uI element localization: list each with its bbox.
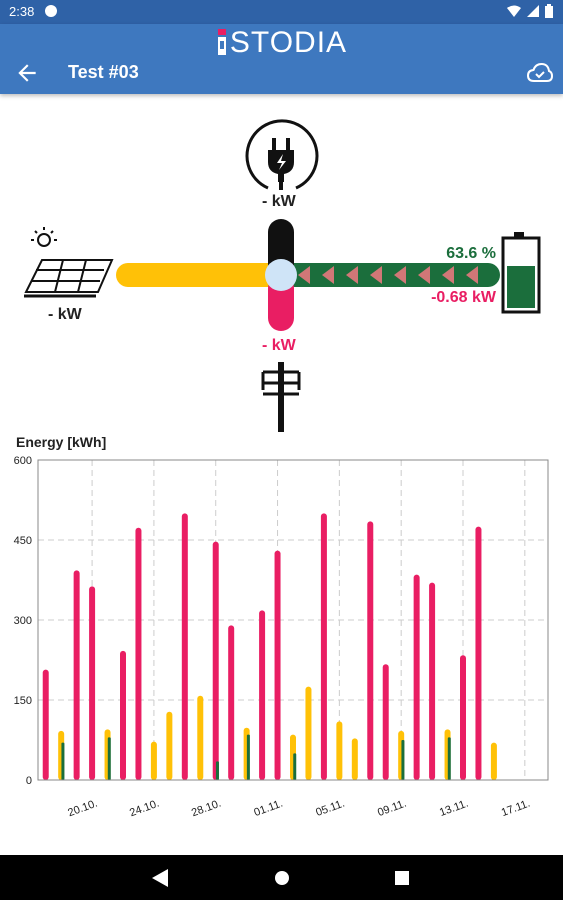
bar-battery-02.11.: [293, 753, 297, 780]
bar-consumption-14.11.: [475, 526, 482, 780]
bar-consumption-08.11.: [382, 664, 389, 780]
battery-icon: [501, 232, 541, 314]
x-tick-label: 01.11.: [252, 798, 284, 819]
y-tick-label: 0: [26, 775, 32, 787]
bar-consumption-31.10.: [259, 610, 266, 780]
x-tick-label: 13.11.: [438, 798, 470, 819]
bar-consumption-20.10.: [89, 586, 96, 780]
house-power-value: - kW: [262, 337, 296, 354]
app-logo: STODIA: [0, 26, 563, 60]
system-nav-bar: [0, 855, 563, 900]
flow-hub: [265, 259, 297, 291]
y-tick-label: 300: [14, 615, 32, 627]
page-title: Test #03: [68, 62, 139, 82]
bar-solar-03.11.: [305, 686, 312, 780]
battery-flow-bar: [280, 263, 500, 287]
x-tick-label: 17.11.: [500, 798, 532, 819]
app-bar: STODIA Test #03: [0, 24, 563, 94]
grid-power-value: - kW: [262, 193, 296, 210]
x-tick-label: 09.11.: [376, 798, 408, 819]
bar-battery-28.10.: [215, 761, 219, 780]
bar-consumption-28.10.: [212, 541, 219, 780]
back-arrow-icon[interactable]: [14, 60, 40, 86]
bar-solar-06.11.: [351, 738, 358, 780]
logo-text: STODIA: [229, 26, 348, 59]
bar-solar-27.10.: [197, 695, 204, 780]
solar-panel-icon: [24, 227, 114, 298]
bar-consumption-29.10.: [228, 625, 235, 780]
solar-flow-bar: [116, 263, 286, 287]
y-tick-label: 600: [14, 455, 32, 467]
bar-battery-30.10.: [246, 734, 250, 780]
bar-battery-18.10.: [61, 742, 65, 780]
bar-solar-24.10.: [150, 741, 157, 780]
bar-consumption-22.10.: [120, 650, 126, 780]
bar-battery-09.11.: [401, 740, 405, 780]
bar-consumption-01.11.: [274, 550, 281, 780]
y-tick-label: 450: [14, 535, 32, 547]
plug-icon: [245, 119, 319, 190]
bar-consumption-23.10.: [135, 527, 142, 780]
battery-power-value: -0.68 kW: [431, 289, 496, 306]
chart-y-label: Energy [kWh]: [16, 434, 107, 450]
nav-home-icon[interactable]: [274, 869, 290, 887]
x-tick-label: 20.10.: [66, 798, 99, 820]
bar-consumption-10.11.: [413, 574, 420, 780]
bar-solar-05.11.: [336, 721, 343, 780]
nav-recents-icon[interactable]: [394, 869, 410, 887]
bar-consumption-26.10.: [181, 513, 188, 780]
solar-power-value: - kW: [48, 306, 82, 323]
bar-consumption-07.11.: [367, 521, 374, 780]
plot-frame: [37, 459, 549, 781]
signal-icon: [527, 5, 539, 17]
bar-battery-12.11.: [447, 737, 451, 780]
x-tick-label: 24.10.: [128, 798, 161, 820]
energy-bar-chart: 0 150 300 450 600 20.10. 24.10. 28.10. 01.11. 05.…: [14, 455, 549, 820]
nav-back-icon[interactable]: [152, 869, 168, 887]
bar-battery-21.10.: [107, 737, 111, 780]
x-tick-label: 28.10.: [190, 798, 223, 820]
notification-icon: [45, 5, 57, 17]
bar-solar-25.10.: [166, 711, 173, 780]
bar-consumption-17.10.: [42, 669, 49, 780]
bar-consumption-11.11.: [429, 582, 436, 780]
bar-consumption-19.10.: [73, 570, 80, 780]
status-bar: 2:38: [0, 0, 563, 24]
energy-flow-diagram: - kW - kW 63.6 % -0.68 kW - kW: [0, 100, 563, 435]
bar-consumption-04.11.: [320, 513, 327, 780]
cloud-sync-icon[interactable]: [527, 62, 553, 84]
wifi-icon: [507, 5, 521, 17]
logo-i-icon: [217, 29, 226, 55]
bar-consumption-13.11.: [460, 655, 466, 780]
y-tick-label: 150: [14, 695, 32, 707]
status-time: 2:38: [9, 4, 35, 19]
power-pylon-icon: [261, 362, 301, 432]
battery-percent-value: 63.6 %: [446, 245, 496, 262]
bar-solar-15.11.: [490, 742, 497, 780]
x-tick-label: 05.11.: [314, 798, 346, 819]
battery-flow-arrows: [298, 266, 478, 284]
battery-status-icon: [545, 4, 553, 18]
